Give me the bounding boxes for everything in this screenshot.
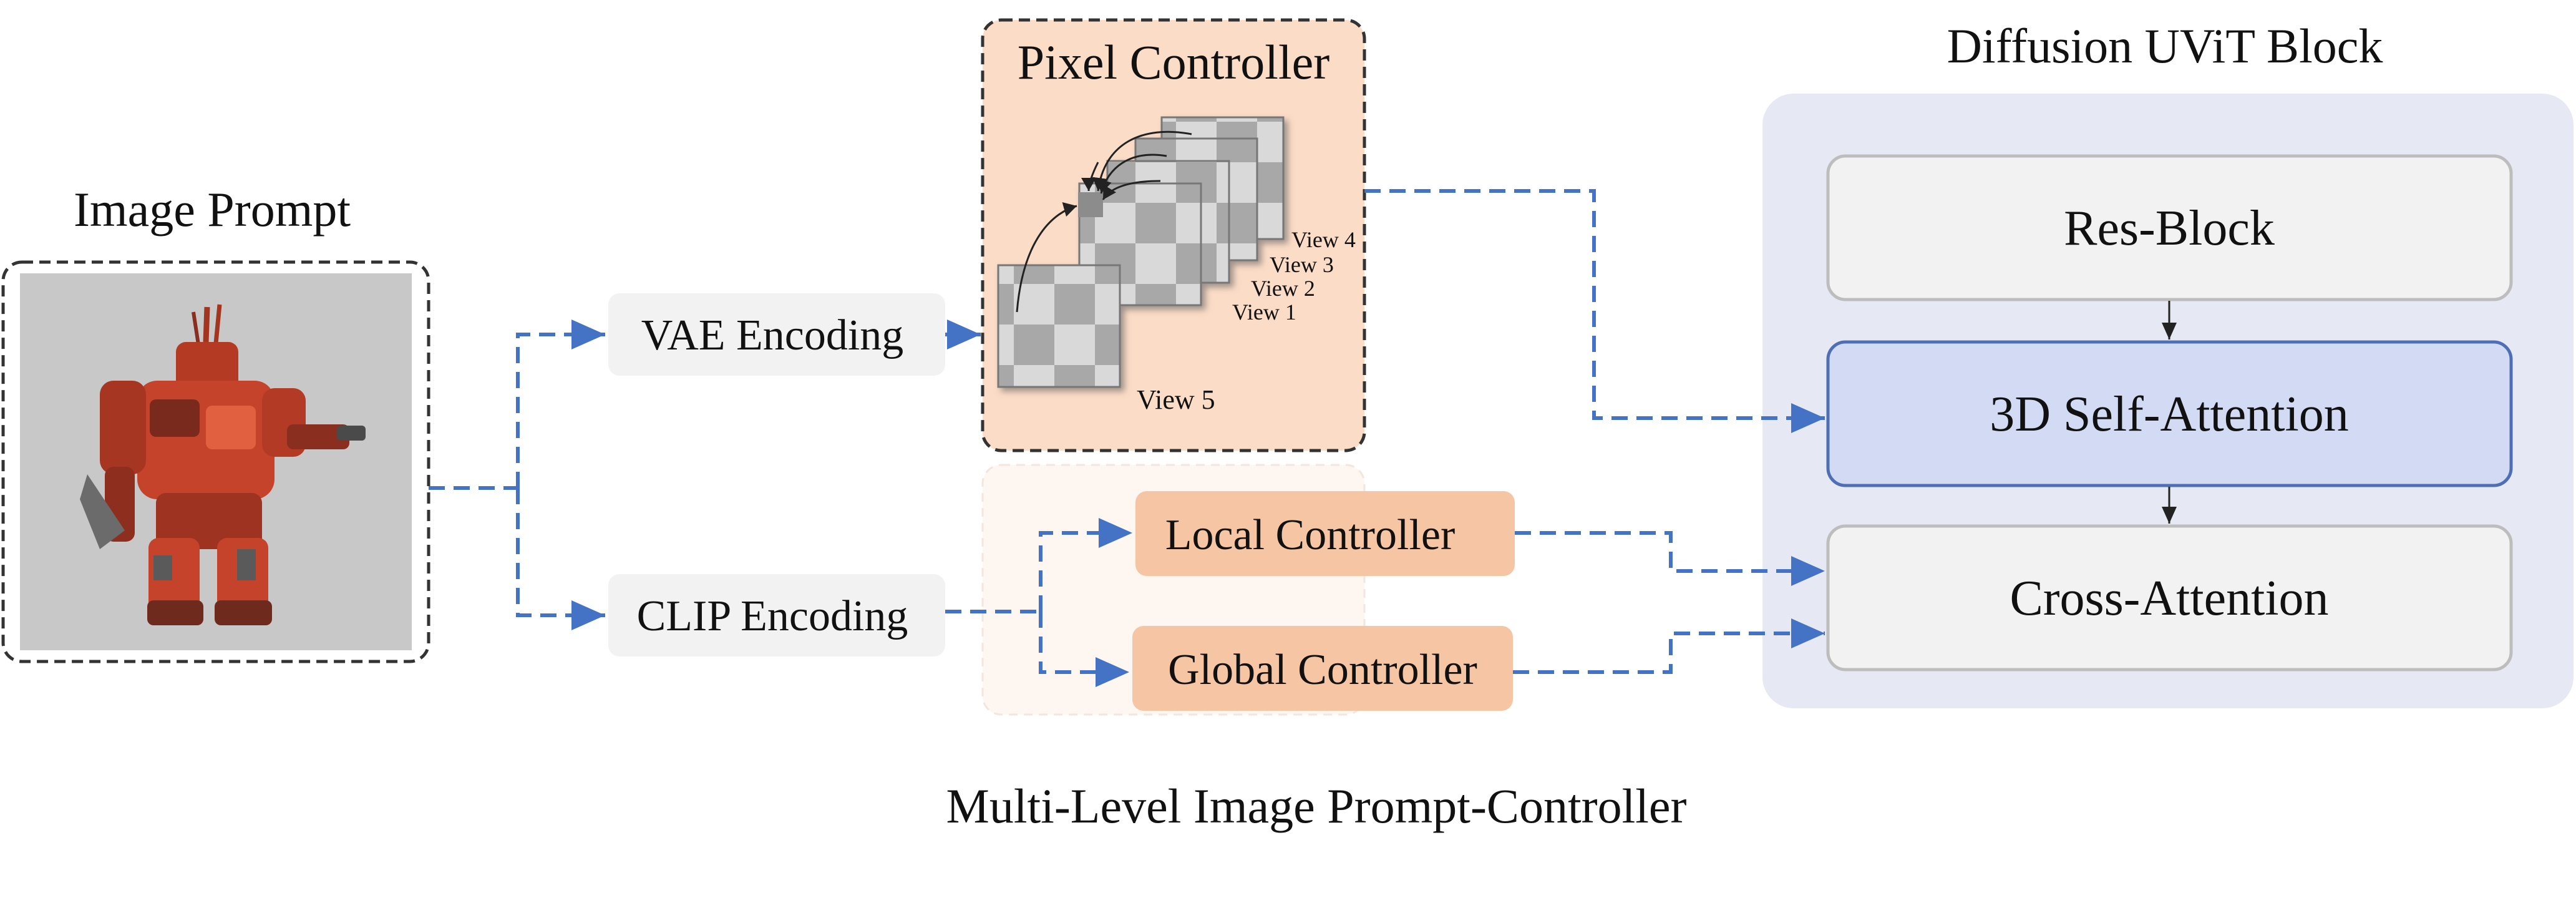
res-block-box [1826,154,2513,301]
image-to-encoders-arrows [429,320,605,630]
uvit-title: Diffusion UViT Block [1947,19,2383,73]
view-5-grid [997,264,1121,388]
diagram-caption: Multi-Level Image Prompt-Controller [946,779,1686,833]
view-labels: View 4 View 3 View 2 View 1 View 5 [1137,227,1356,415]
pixel-attention-arrows [1016,130,1192,313]
cross-attention-box [1826,524,2513,671]
local-controller-box [1135,491,1515,576]
pixel-controller-title: Pixel Controller [1018,35,1329,89]
global-controller-box [1132,626,1513,711]
vae-encoding-label: VAE Encoding [641,311,904,359]
view-4-label: View 4 [1291,227,1356,252]
image-prompt-title: Image Prompt [74,182,351,237]
view-grids [997,116,1285,388]
res-block-label: Res-Block [2064,201,2275,256]
clip-encoding-label: CLIP Encoding [637,592,908,640]
controllers-to-uvit-arrows [1364,189,1825,674]
self-attention-label: 3D Self-Attention [1990,387,2348,442]
robot-figure-icon [80,304,366,625]
view-5-label: View 5 [1137,384,1215,415]
self-attention-box [1826,340,2513,487]
clip-encoding-box [608,574,945,656]
target-pixel [1078,192,1103,217]
clip-to-controllers-arrows [945,518,1132,687]
local-controller-label: Local Controller [1165,511,1456,559]
cross-attention-label: Cross-Attention [2010,571,2328,626]
view-3-label: View 3 [1270,252,1334,277]
view-2-label: View 2 [1251,276,1315,301]
vae-encoding-box [608,293,945,376]
view-1-label: View 1 [1232,300,1296,325]
global-controller-label: Global Controller [1168,646,1477,694]
